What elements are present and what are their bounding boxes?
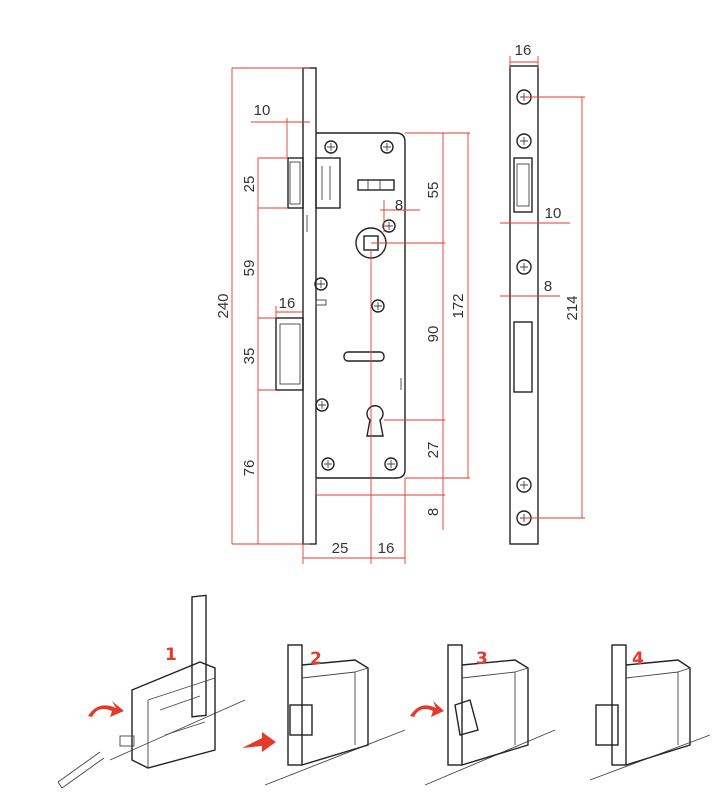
step3-lock-case (461, 659, 529, 766)
faceplate (302, 67, 317, 545)
side-dim-16: 16 (515, 42, 532, 59)
dim-10-top: 10 (254, 102, 271, 119)
step1-lock-case (131, 661, 216, 769)
deadbolt (275, 317, 304, 391)
dim-55: 55 (425, 182, 442, 199)
dim-16-bottom: 16 (378, 540, 395, 557)
front-view: 240 10 25 59 16 35 76 55 8 172 90 27 8 2… (215, 67, 470, 564)
rotate-arrow-icon-2 (410, 701, 444, 717)
dim-172: 172 (450, 293, 467, 318)
side-screw-icons (516, 89, 532, 526)
step-1-number: 1 (165, 645, 177, 665)
small-slot (315, 299, 327, 306)
keyhole (366, 405, 384, 437)
side-latch-opening (513, 157, 533, 213)
side-dimension-lines (500, 56, 585, 519)
front-dimension-labels: 240 10 25 59 16 35 76 55 8 172 90 27 8 2… (215, 102, 467, 557)
step-3-number: 3 (476, 649, 488, 669)
deadbolt-inner (279, 323, 301, 385)
latch-inner (289, 161, 301, 205)
side-dim-214: 214 (564, 295, 581, 320)
step-2: 2 (242, 644, 406, 786)
step-3: 3 (410, 644, 556, 786)
dim-35: 35 (241, 348, 258, 365)
side-dim-8: 8 (544, 278, 552, 295)
side-deadbolt-opening (513, 321, 533, 393)
dim-25-side: 25 (241, 176, 258, 193)
dim-240: 240 (215, 293, 232, 318)
latch-housing (315, 157, 341, 209)
dim-76: 76 (241, 460, 258, 477)
step1-faceplate (191, 594, 207, 718)
side-dim-10: 10 (545, 205, 562, 222)
step4-deadbolt (595, 704, 619, 746)
step-2-number: 2 (310, 649, 322, 669)
top-slot (357, 179, 395, 191)
dim-25-bottom: 25 (332, 540, 349, 557)
step-1: 1 (57, 594, 246, 789)
front-dimension-lines (231, 67, 470, 564)
dim-27: 27 (425, 442, 442, 459)
push-arrow-icon (242, 732, 276, 752)
side-faceplate (509, 65, 539, 545)
step3-latch (454, 699, 479, 736)
dim-8-bottom: 8 (425, 508, 442, 516)
step-4-number: 4 (632, 649, 644, 669)
latch-bolt (287, 157, 304, 209)
side-view: 16 10 8 214 (500, 42, 585, 545)
step3-faceplate (447, 644, 463, 766)
middle-slot (343, 351, 385, 362)
screw-icons (314, 140, 398, 471)
dim-8-spindle: 8 (395, 197, 403, 214)
step4-lock-case (625, 659, 691, 766)
step2-deadbolt (289, 704, 313, 736)
dim-16-latch: 16 (279, 295, 296, 312)
lock-case (316, 132, 406, 479)
rotate-arrow-icon (88, 701, 124, 717)
dim-90: 90 (425, 326, 442, 343)
step-4: 4 (589, 644, 711, 781)
dim-59: 59 (241, 260, 258, 277)
spindle-pin (57, 751, 105, 789)
